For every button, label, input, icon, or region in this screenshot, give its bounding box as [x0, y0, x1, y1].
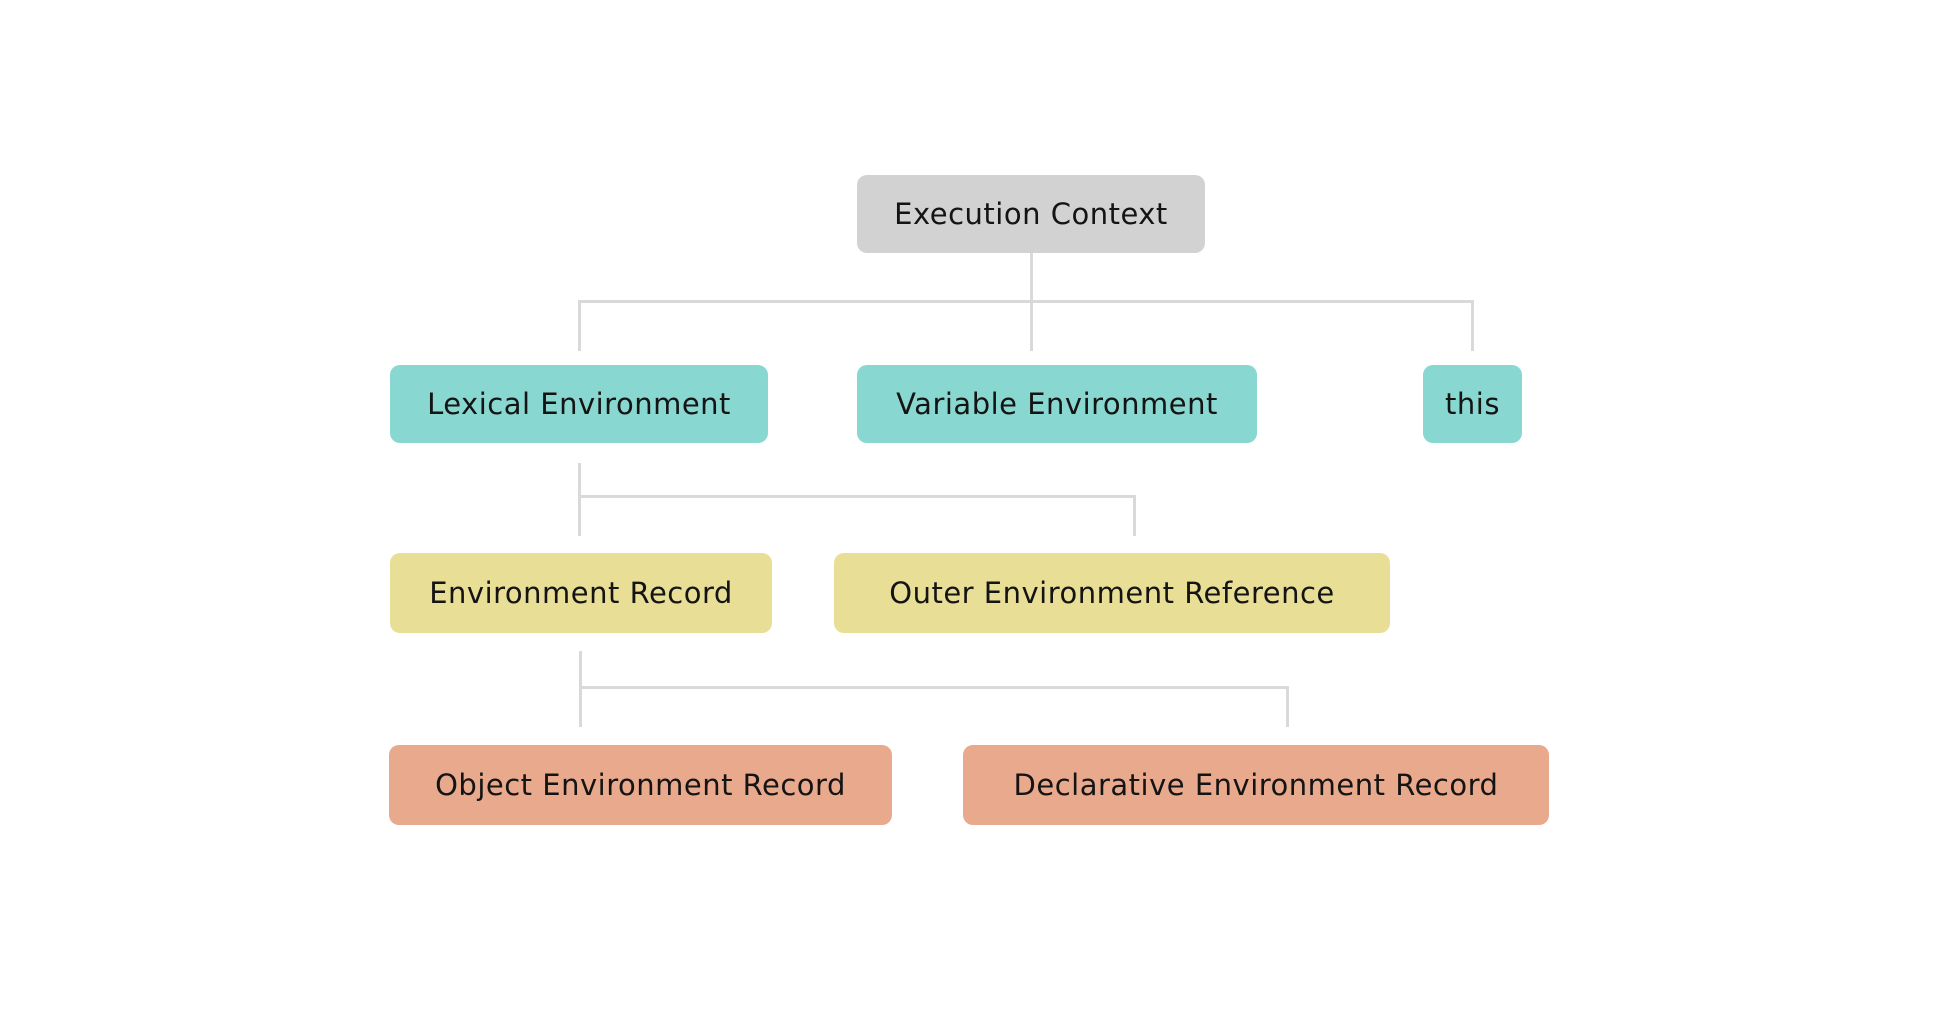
node-execution-context: Execution Context — [857, 175, 1205, 253]
node-label: Declarative Environment Record — [1013, 768, 1499, 802]
node-environment-record: Environment Record — [390, 553, 772, 633]
node-label: Outer Environment Reference — [889, 576, 1335, 610]
node-label: Object Environment Record — [435, 768, 846, 802]
node-label: this — [1445, 387, 1500, 421]
connector-line — [1133, 495, 1136, 536]
node-declarative-environment-record: Declarative Environment Record — [963, 745, 1549, 825]
connector-line — [578, 463, 581, 536]
connector-line — [578, 300, 581, 351]
node-lexical-environment: Lexical Environment — [390, 365, 768, 443]
node-label: Execution Context — [894, 197, 1168, 231]
node-this: this — [1423, 365, 1522, 443]
node-object-environment-record: Object Environment Record — [389, 745, 892, 825]
connector-line — [1471, 300, 1474, 351]
connector-line — [579, 651, 582, 727]
connector-line — [578, 300, 1474, 303]
node-outer-environment-reference: Outer Environment Reference — [834, 553, 1390, 633]
node-variable-environment: Variable Environment — [857, 365, 1257, 443]
node-label: Lexical Environment — [427, 387, 731, 421]
node-label: Environment Record — [429, 576, 733, 610]
connector-line — [579, 686, 1289, 689]
connector-line — [1286, 686, 1289, 727]
node-label: Variable Environment — [896, 387, 1218, 421]
connector-line — [578, 495, 1136, 498]
